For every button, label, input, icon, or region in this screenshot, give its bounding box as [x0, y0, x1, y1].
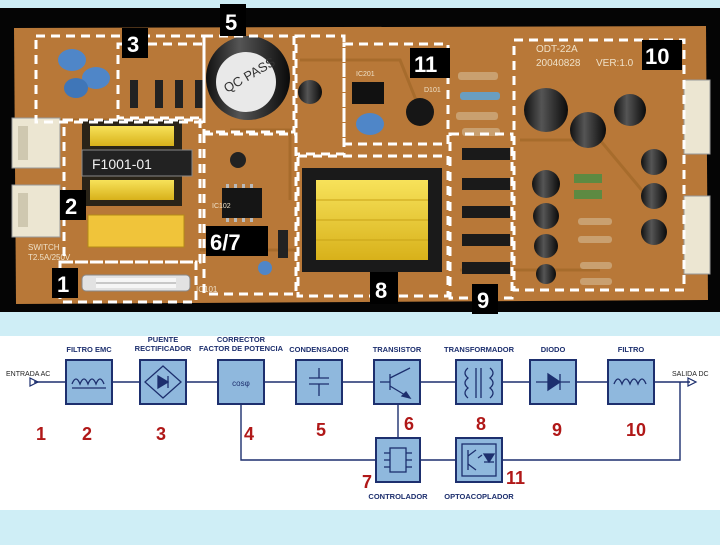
number-10: 10: [626, 420, 646, 440]
output-diodes: [462, 148, 510, 274]
number-1: 1: [36, 424, 46, 444]
transistor-ic201: [406, 98, 434, 126]
optocoupler-icon: [461, 443, 497, 477]
number-8: 8: [476, 414, 486, 434]
title-corrector-1: CORRECTOR: [217, 335, 266, 344]
diode-d103: [278, 230, 288, 258]
input-arrow-icon: [29, 377, 40, 387]
transformer-icon: [464, 367, 494, 399]
number-3: 3: [156, 424, 166, 444]
pcb-date: 20040828: [536, 58, 581, 69]
controller-chip-icon: [384, 447, 412, 473]
title-controlador: CONTROLADOR: [368, 492, 428, 501]
output-connector-top: [683, 79, 711, 155]
capacitor-icon: [309, 368, 329, 396]
small-cap: [298, 80, 322, 104]
section-label-10: 10: [645, 44, 669, 69]
ic101: [222, 188, 262, 218]
pcb-label-ic201: D101: [424, 87, 441, 94]
title-diodo: DIODO: [541, 345, 566, 354]
title-puente-1: PUENTE: [148, 335, 178, 344]
pcb-label-ic102: IC201: [356, 71, 375, 78]
block-optoacoplador: [455, 437, 503, 483]
section-label-1: 1: [57, 272, 69, 297]
section-label-5: 5: [225, 10, 237, 35]
section-label-6-7: 6/7: [210, 230, 241, 255]
output-resistors: [574, 174, 612, 285]
block-diagram-panel: ENTRADA AC SALIDA DC FILTRO EMC PUENTE R…: [0, 318, 720, 540]
output-label: SALIDA DC: [672, 371, 709, 378]
title-filtro-emc: FILTRO EMC: [66, 345, 112, 354]
bulk-capacitor: QC PASS: [206, 36, 290, 120]
blue-cap-small: [258, 261, 272, 275]
block-diagram: ENTRADA AC SALIDA DC FILTRO EMC PUENTE R…: [0, 335, 720, 510]
number-5: 5: [316, 420, 326, 440]
number-11: 11: [506, 468, 525, 488]
pcb-label-consw: SWITCH: [28, 243, 60, 252]
diagram-background: [0, 336, 720, 510]
section-label-8: 8: [375, 278, 387, 303]
fuse-rating: IC101: [196, 285, 218, 294]
bridge-rectifier-icon: [144, 365, 182, 399]
pcb-version: VER:1.0: [596, 58, 634, 69]
section-label-9: 9: [477, 288, 489, 313]
title-filtro: FILTRO: [618, 345, 645, 354]
pcb-model: ODT-22A: [536, 44, 578, 55]
block-transformador: [455, 359, 503, 405]
fuse: [81, 274, 191, 292]
main-transformer: [302, 168, 442, 272]
section-label-2: 2: [65, 194, 77, 219]
number-2: 2: [82, 424, 92, 444]
title-transistor: TRANSISTOR: [373, 345, 422, 354]
section-label-3: 3: [127, 32, 139, 57]
choke-label: F1001-01: [92, 156, 152, 172]
title-puente-2: RECTIFICADOR: [135, 344, 192, 353]
title-corrector-2: FACTOR DE POTENCIA: [199, 344, 284, 353]
pf-symbol: cosφ: [232, 379, 250, 388]
pcb-photo: SWITCH T2.5A/250V F1001-01 IC101 QC PASS: [0, 4, 720, 314]
block-controlador: [375, 437, 421, 483]
title-transformador: TRANSFORMADOR: [444, 345, 515, 354]
diode-icon: [536, 372, 570, 392]
inductor-icon: [71, 378, 105, 386]
output-connector-bottom: [683, 195, 711, 275]
number-9: 9: [552, 420, 562, 440]
number-6: 6: [404, 414, 414, 434]
emc-choke: F1001-01: [81, 120, 193, 206]
number-4: 4: [244, 424, 254, 444]
section-labels: 1 2 3 5 6/7 8 9 10 11: [52, 4, 682, 314]
pcb-label-ic101: IC102: [212, 203, 231, 210]
block-corrector: [217, 359, 265, 405]
number-7: 7: [362, 472, 372, 492]
title-condensador: CONDENSADOR: [289, 345, 349, 354]
optocoupler-chip: [352, 82, 384, 104]
bridge-diodes: [130, 80, 203, 108]
title-optoacoplador: OPTOACOPLADOR: [444, 492, 514, 501]
section-label-11: 11: [414, 52, 437, 77]
blue-cap-opto: [356, 113, 384, 135]
output-capacitors: [524, 88, 667, 284]
pcb-label-switch: T2.5A/250V: [28, 253, 71, 262]
transistor-icon: [380, 367, 412, 400]
input-label: ENTRADA AC: [6, 371, 50, 378]
photo-panel: SWITCH T2.5A/250V F1001-01 IC101 QC PASS: [0, 4, 720, 314]
output-arrow-icon: [687, 377, 698, 387]
y-capacitors: [58, 49, 110, 98]
block-condensador: [295, 359, 343, 405]
x-capacitor: [87, 214, 185, 248]
filter-inductor-icon: [613, 378, 647, 386]
